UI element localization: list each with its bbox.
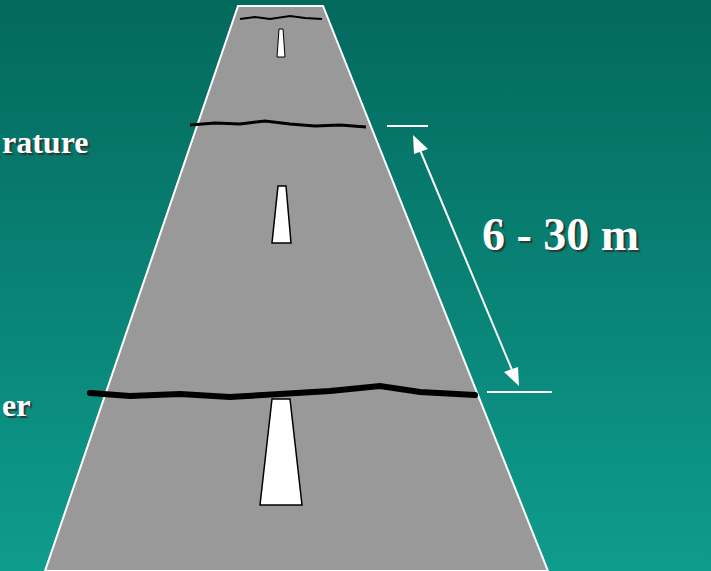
- dimension-label: 6 - 30 m: [482, 212, 639, 258]
- crack: [240, 16, 322, 19]
- lane-marking: [277, 29, 285, 57]
- partial-label: rature: [2, 126, 88, 158]
- partial-label: er: [2, 389, 30, 421]
- road-surface: [45, 6, 548, 571]
- extension-line: [387, 125, 428, 127]
- crack: [90, 386, 475, 397]
- extension-line: [487, 391, 552, 393]
- lane-marking: [272, 186, 291, 243]
- dimension-line: [420, 150, 512, 370]
- lane-marking: [260, 399, 302, 505]
- crack: [190, 121, 366, 127]
- arrowhead: [504, 367, 519, 386]
- arrowhead: [413, 135, 428, 154]
